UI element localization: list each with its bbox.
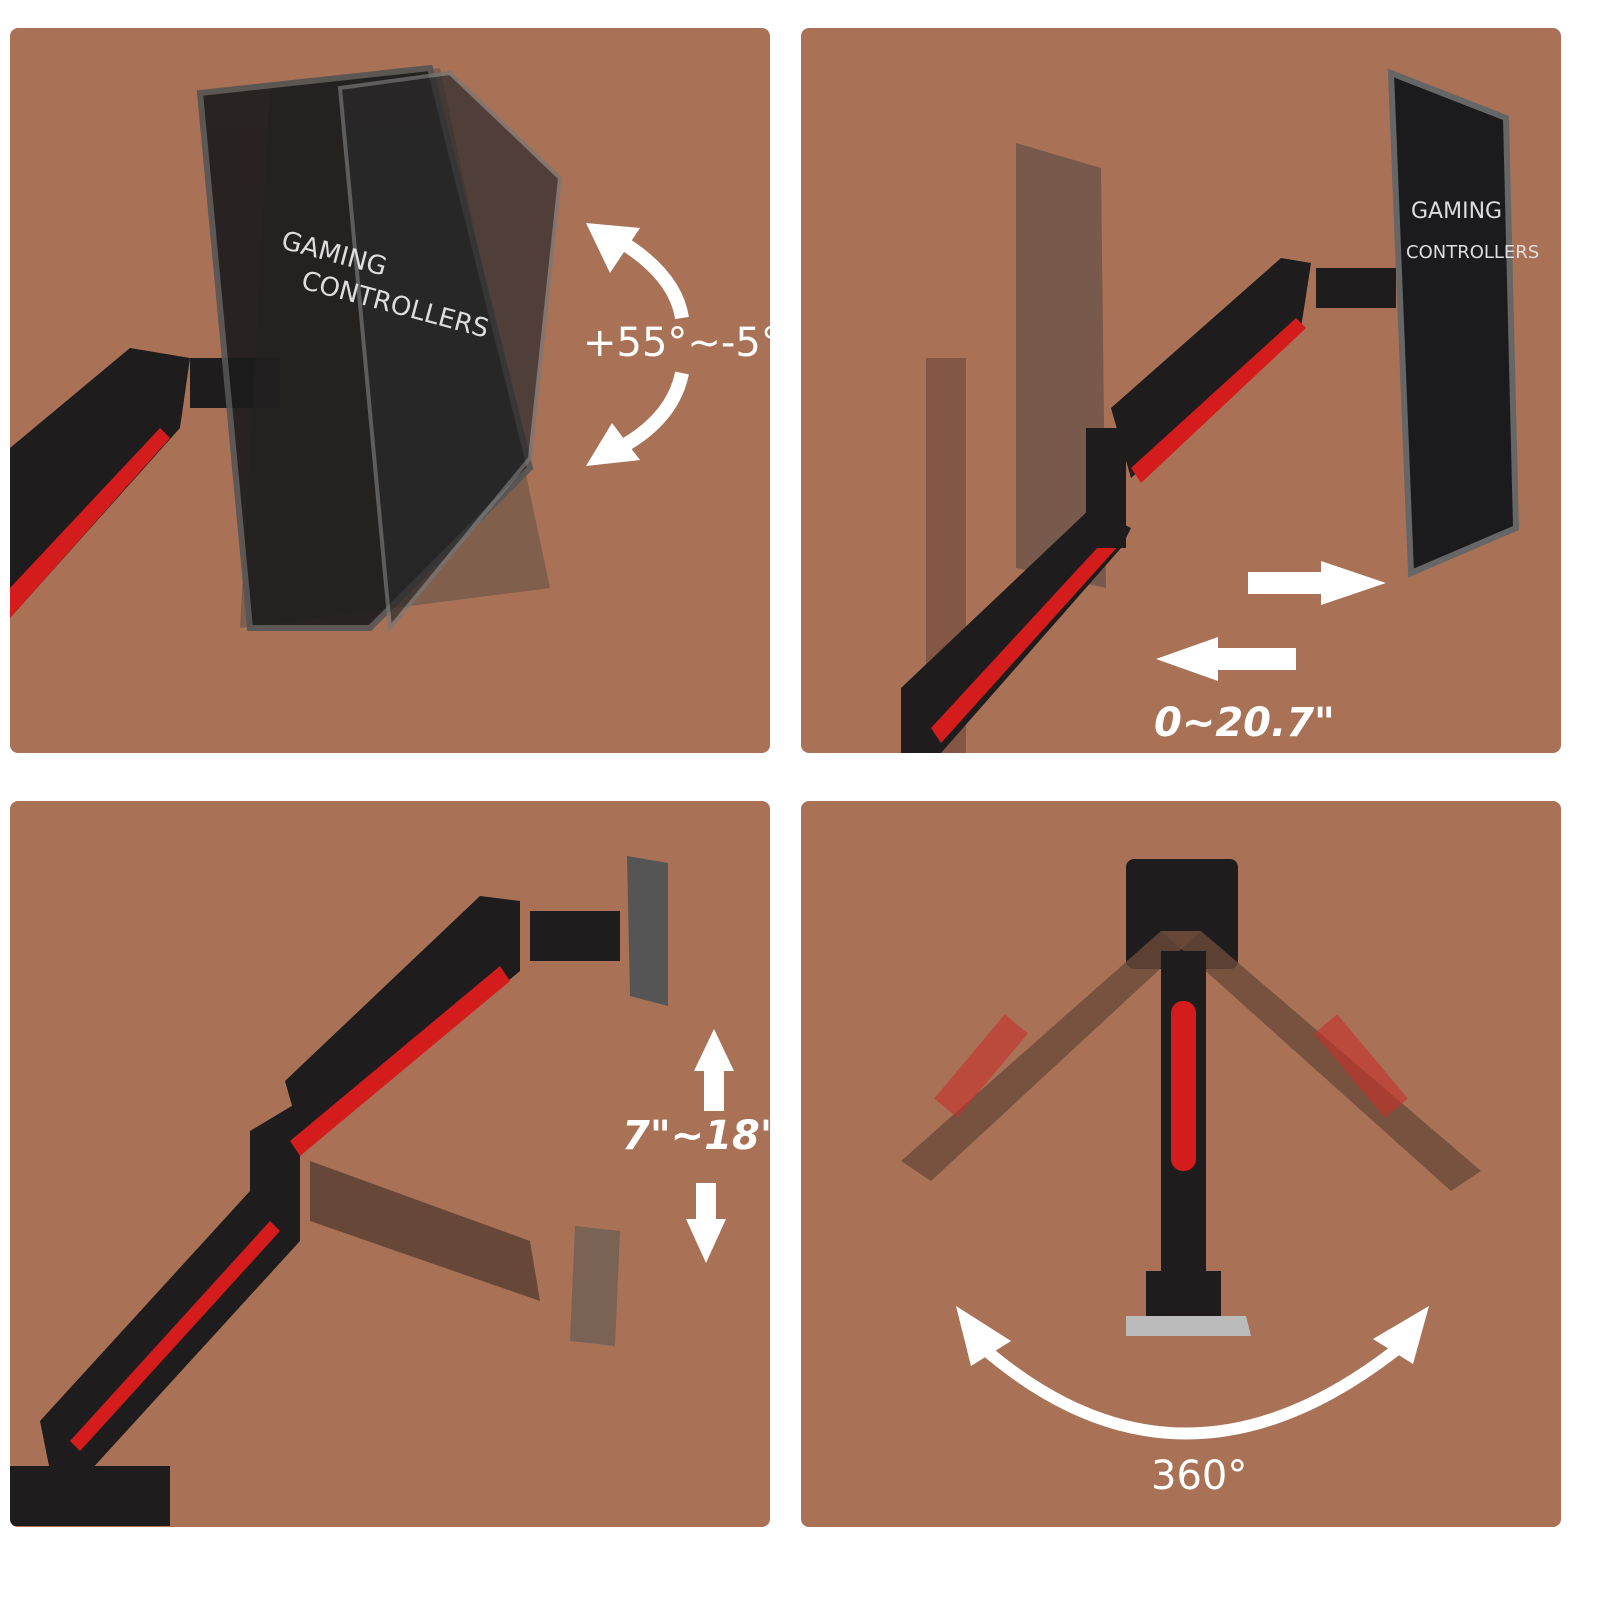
rotation-panel: 360° [801,801,1561,1527]
rotation-range-label: 360° [1151,1453,1248,1499]
rotating-arm-image [901,859,1481,1440]
extension-range-label: 0~20.7" [1154,700,1335,746]
height-panel: 7"~18" [10,801,770,1527]
height-adjust-arm-image [10,856,734,1526]
height-range-label: 7"~18" [622,1113,770,1159]
tilting-monitor-image: GAMING CONTROLLERS [10,64,689,634]
curved-double-arrow-icon [956,1306,1429,1440]
tilt-range-label: +55°~-5° [583,320,770,366]
extending-arm-image: GAMING CONTROLLERS [901,68,1539,753]
svg-text:GAMING: GAMING [1411,199,1502,224]
extension-panel: GAMING CONTROLLERS 0~20.7" [801,28,1561,753]
left-right-arrows-icon [1156,561,1386,681]
up-down-arrows-icon [686,1029,734,1263]
tilt-panel: GAMING CONTROLLERS +55°~-5° [10,28,770,753]
svg-text:CONTROLLERS: CONTROLLERS [1406,242,1539,263]
